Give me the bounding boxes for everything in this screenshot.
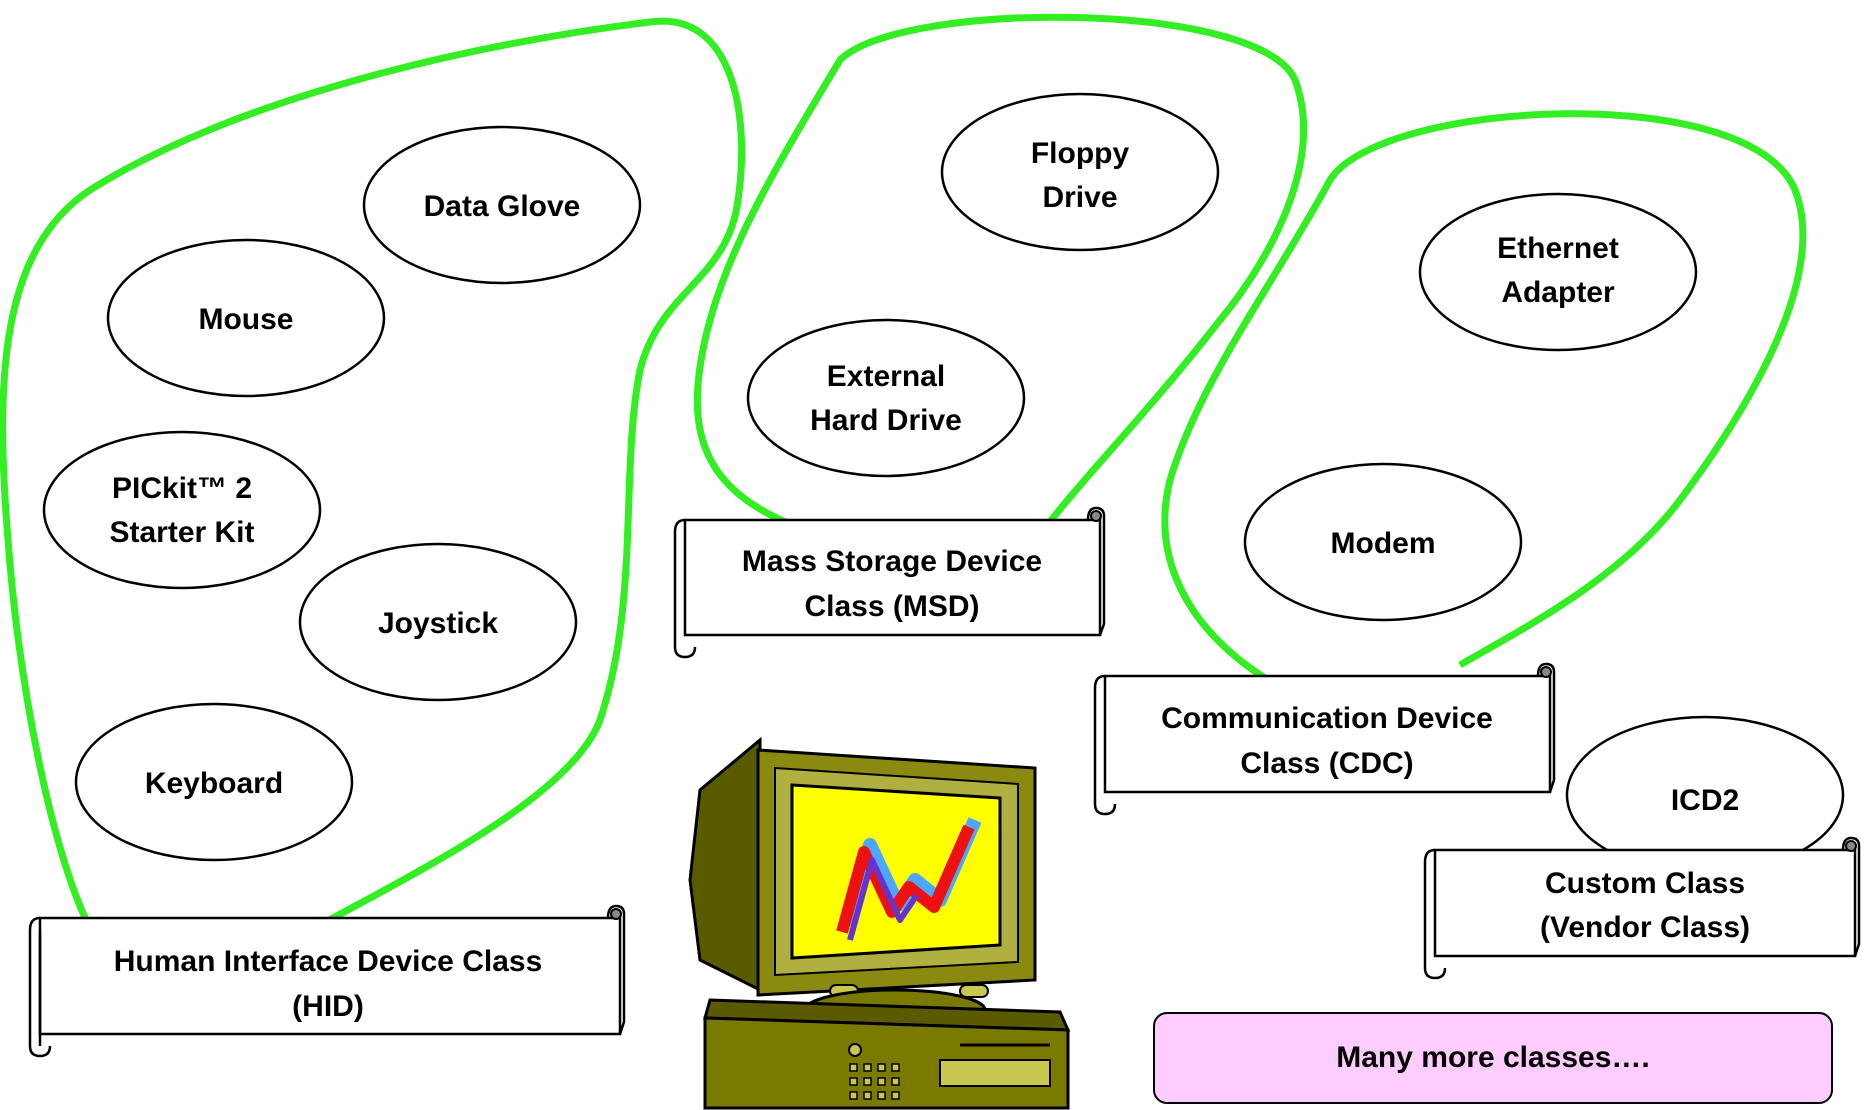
device-label: Drive [1042,181,1117,214]
device-data-glove: Data Glove [362,125,642,285]
device-label: PICkit™ 2 [112,472,252,505]
device-ethernet: Ethernet Adapter [1418,192,1698,352]
banner-cdc-line-2: Class (CDC) [1240,747,1413,780]
banner-hid-line-2: (HID) [292,990,364,1023]
banner-msd-line-2: Class (MSD) [804,590,979,623]
banner-hid-line-1: Human Interface Device Class [114,945,543,978]
device-label: Adapter [1501,276,1615,309]
device-label: Joystick [378,607,498,640]
banner-msd: Mass Storage Device Class (MSD) [673,506,1106,659]
device-label: Keyboard [145,767,283,800]
device-joystick: Joystick [298,542,578,702]
device-external-hdd: External Hard Drive [746,318,1026,478]
banner-custom-line-1: Custom Class [1545,867,1745,900]
device-label: External [827,360,945,393]
many-more-classes-box: Many more classes…. [1153,1012,1833,1104]
banner-custom-line-2: (Vendor Class) [1540,911,1750,944]
device-label: Ethernet [1497,232,1619,265]
device-label: Data Glove [424,190,581,223]
device-mouse: Mouse [106,238,386,398]
device-label: Starter Kit [109,516,254,549]
device-label: Mouse [198,303,293,336]
device-label: Floppy [1031,137,1130,170]
many-more-classes-label: Many more classes…. [1336,1041,1650,1074]
banner-custom: Custom Class (Vendor Class) [1423,836,1861,980]
device-label: Modem [1331,527,1436,560]
cdc-group-outline [1161,110,1807,681]
msd-group-outline [693,13,1307,532]
device-floppy: Floppy Drive [940,92,1220,252]
computer-icon [688,736,1071,1110]
banner-cdc: Communication Device Class (CDC) [1093,662,1556,816]
banner-cdc-line-1: Communication Device [1161,702,1493,735]
banner-hid: Human Interface Device Class (HID) [28,904,626,1058]
hid-group-outline [0,17,746,932]
device-label: ICD2 [1671,784,1739,817]
device-keyboard: Keyboard [74,702,354,862]
device-modem: Modem [1243,462,1523,622]
device-icd2: ICD2 [1565,715,1845,875]
device-pickit: PICkit™ 2 Starter Kit [42,430,322,590]
banner-msd-line-1: Mass Storage Device [742,545,1042,578]
device-label: Hard Drive [810,404,962,437]
